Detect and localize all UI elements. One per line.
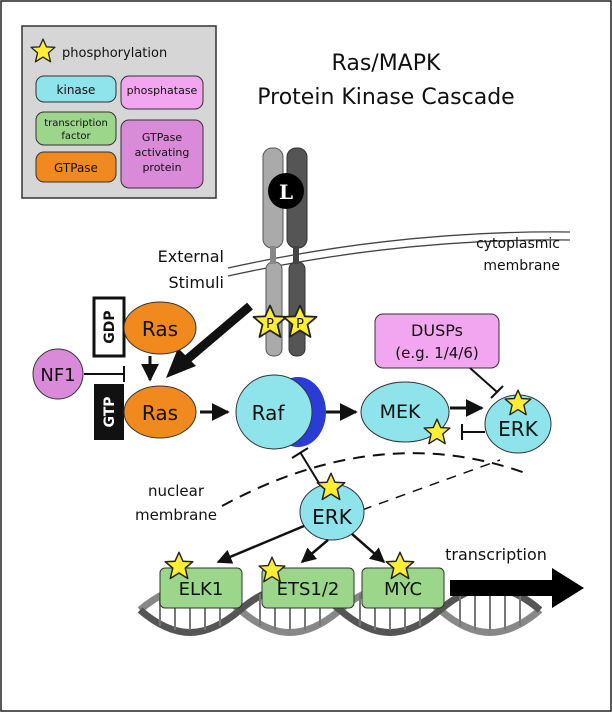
erk-nuclear-label: ERK (312, 505, 353, 529)
myc-label: MYC (384, 579, 422, 600)
gtp-box (94, 384, 124, 440)
mek-label: MEK (380, 401, 421, 423)
external-stimuli-line2: Stimuli (169, 273, 225, 292)
mek-node (360, 381, 450, 443)
receptor-right-lower (288, 261, 306, 357)
transcription-arrow-shaft (450, 580, 556, 596)
dusps-node (374, 313, 500, 369)
legend-gap-swatch (120, 119, 204, 189)
erk-cyto-label: ERK (498, 417, 539, 441)
receptor: L P P (252, 147, 318, 357)
transcription-arrow-head (552, 568, 584, 608)
stimulus-arrow-head (166, 348, 196, 378)
nuclear-line1: nuclear (148, 482, 205, 500)
transcription-label: transcription (445, 545, 547, 564)
dusps-line1: DUSPs (411, 321, 463, 340)
cytoplasmic-line2: membrane (483, 258, 560, 274)
external-stimuli-line1: External (158, 247, 224, 266)
legend-gap-line2: activating (135, 146, 190, 159)
legend-transcription-line1: transcription (44, 118, 108, 129)
title-line2: Protein Kinase Cascade (257, 85, 514, 110)
nf1-node (32, 348, 84, 400)
erk-elk1-arrow (216, 524, 305, 564)
nuclear-line2: membrane (135, 506, 217, 524)
legend-gtpase: GTPase (54, 161, 98, 175)
ets-label: ETS1/2 (277, 579, 340, 600)
dusps-line2: (e.g. 1/4/6) (395, 344, 479, 362)
nuclear-membrane-arc (221, 452, 529, 507)
ligand-label: L (279, 180, 293, 204)
legend-phosphatase: phosphatase (127, 84, 198, 97)
legend-kinase-swatch (35, 75, 117, 103)
legend: phosphorylation kinase phosphatase trans… (21, 25, 217, 199)
ras-top-label: Ras (142, 317, 178, 341)
receptor-right-tm (293, 246, 299, 264)
receptor-left-tm (270, 246, 276, 264)
erk-myc-arrow (351, 533, 386, 563)
receptor-right-p: P (296, 317, 304, 332)
legend-gap-line3: protein (142, 161, 181, 174)
ras-bottom-label: Ras (142, 401, 178, 425)
stimulus-arrow-shaft (181, 302, 253, 366)
legend-gtpase-swatch (35, 151, 117, 183)
ligand-circle (268, 173, 304, 209)
gdp-label: GDP (102, 310, 118, 343)
raf-node (235, 374, 313, 450)
erk-translocation-path (361, 459, 501, 511)
elk1-label: ELK1 (179, 579, 224, 600)
ras-gdp-node (123, 301, 197, 355)
legend-transcription-swatch (35, 111, 117, 146)
elk1-node (159, 567, 243, 609)
dusps-inhibit-bar (490, 385, 504, 399)
raf-label: Raf (252, 401, 286, 425)
ras-gtp-node (123, 385, 197, 439)
legend-phosphatase-swatch (120, 75, 204, 110)
cytoplasmic-line1: cytoplasmic (476, 236, 560, 252)
erk-ets-arrow (300, 539, 329, 563)
title-line1: Ras/MAPK (332, 51, 441, 76)
legend-transcription-line2: factor (61, 131, 91, 142)
gtp-label: GTP (102, 396, 118, 427)
nf1-label: NF1 (40, 365, 75, 386)
raf-erk-inhibit-bar (291, 447, 309, 459)
legend-phosphorylation: phosphorylation (62, 46, 167, 61)
ets-node (261, 567, 355, 609)
legend-kinase: kinase (57, 83, 96, 97)
receptor-left-p: P (266, 317, 274, 332)
legend-gap-line1: GTPase (142, 131, 182, 144)
dusps-inhibit-line (469, 367, 498, 393)
